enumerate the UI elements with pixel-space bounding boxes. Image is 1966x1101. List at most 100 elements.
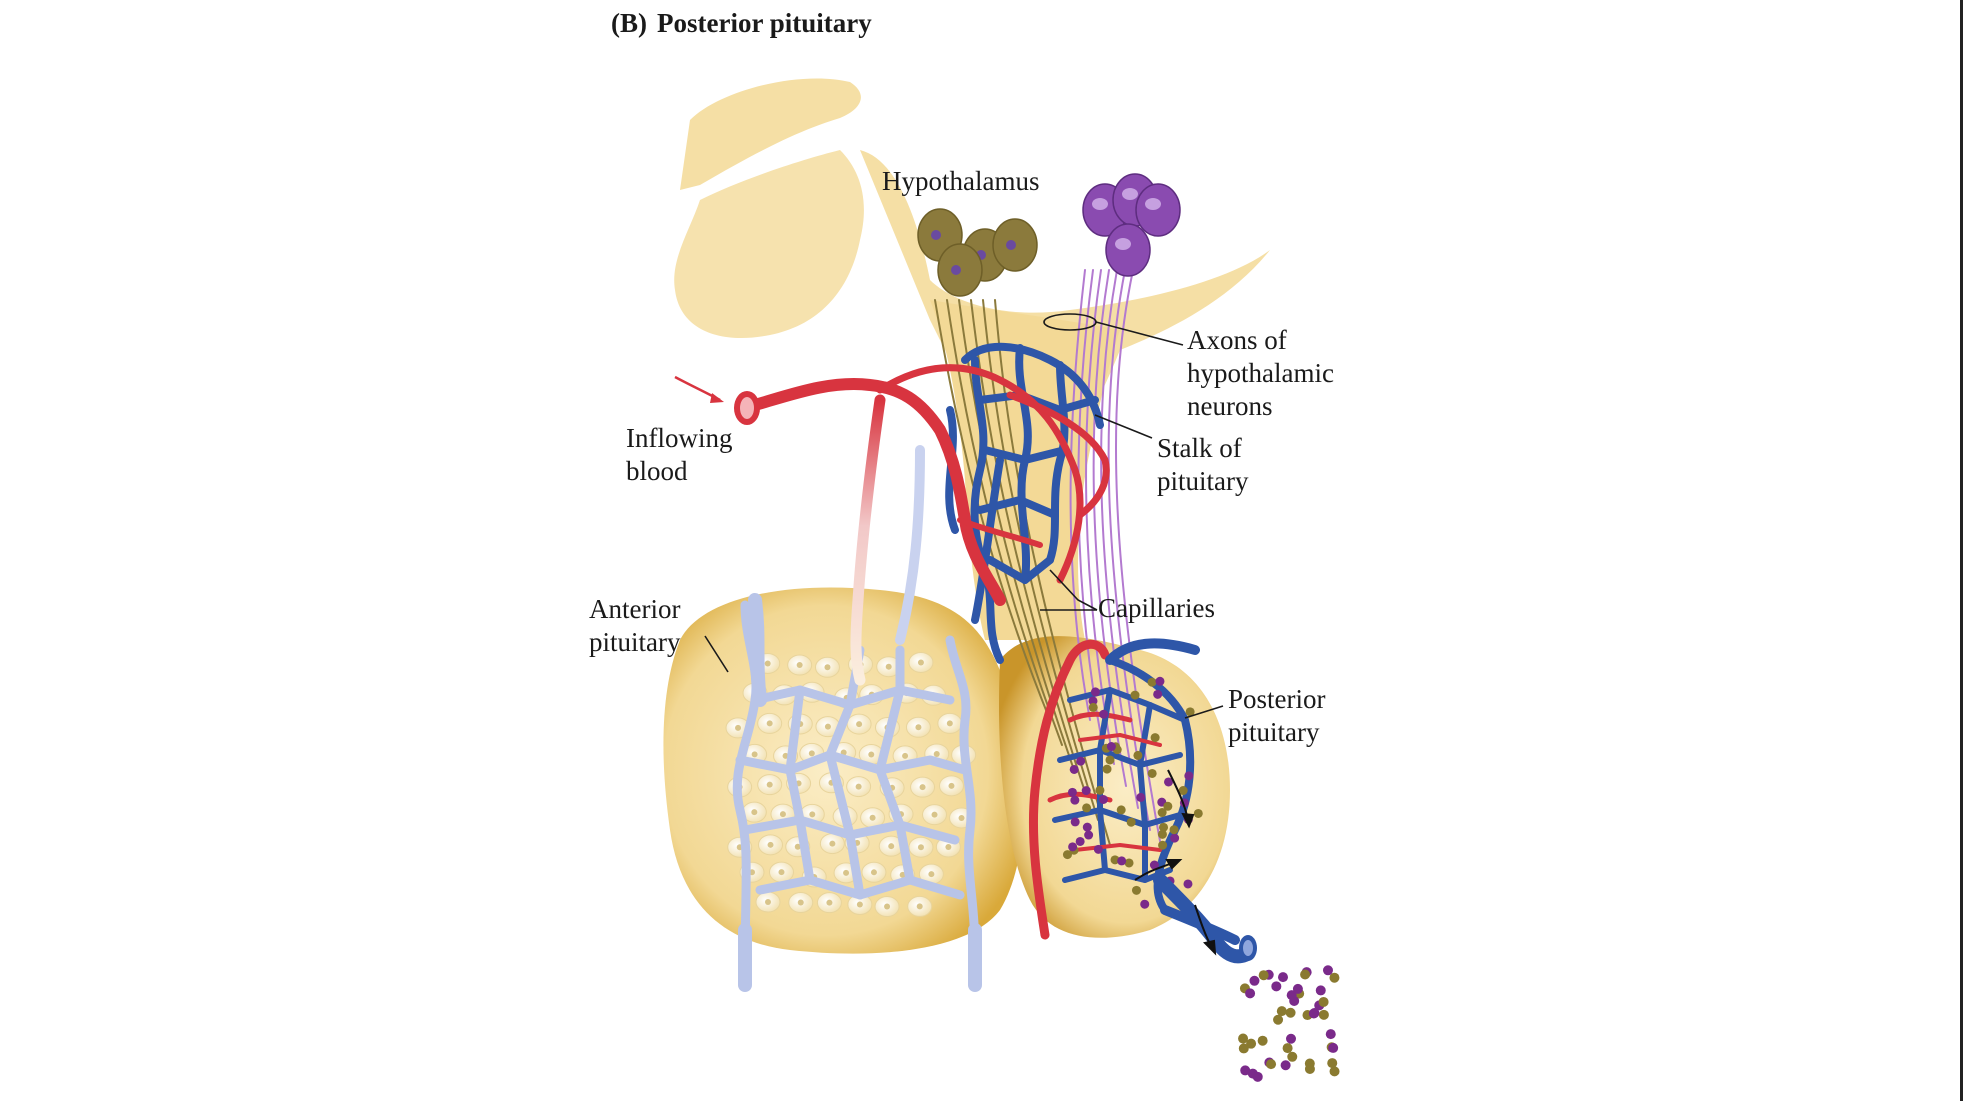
- released-hormone-granule: [1240, 1065, 1251, 1076]
- released-hormone-granule: [1318, 996, 1329, 1007]
- hormone-granule: [1164, 777, 1174, 787]
- purple-neuron-highlight: [1092, 198, 1108, 210]
- label-stalk-line1: Stalk of: [1157, 433, 1242, 463]
- released-hormone-granule: [1277, 972, 1288, 983]
- label-posterior-line1: Posterior: [1228, 684, 1326, 714]
- hormone-granule: [1140, 899, 1150, 909]
- released-hormone-granule: [1266, 1059, 1277, 1070]
- hormone-granule: [1183, 879, 1193, 889]
- anterior-cell-nucleus: [885, 663, 892, 670]
- hormone-granule: [1070, 817, 1080, 827]
- label-axons-line1: Axons of: [1187, 325, 1287, 355]
- hormone-granule: [1098, 795, 1108, 805]
- anterior-pituitary-leader: [704, 635, 729, 673]
- hormone-granule: [1153, 689, 1163, 699]
- released-hormone-granule: [1329, 1066, 1340, 1077]
- released-hormone-granule: [1249, 975, 1260, 986]
- label-inflowing-blood: Inflowing blood: [626, 422, 732, 488]
- anterior-cell-nucleus: [948, 782, 955, 789]
- released-hormone-granule: [1280, 1060, 1291, 1071]
- released-hormone-granule: [1271, 981, 1282, 992]
- hormone-granule: [1090, 687, 1100, 697]
- purple-neuron-highlight: [1145, 198, 1161, 210]
- hormone-granule: [1170, 833, 1180, 843]
- released-hormone-granule: [1285, 1007, 1296, 1018]
- olive-axon: [946, 299, 1063, 746]
- anterior-cell-nucleus: [945, 843, 952, 850]
- flow-arrows: [1134, 769, 1217, 956]
- hormone-granule: [1159, 822, 1169, 832]
- anterior-cell-nucleus: [764, 899, 771, 906]
- hormone-granule: [1076, 756, 1086, 766]
- anterior-cell-nucleus: [856, 721, 863, 728]
- hormone-granule: [1116, 805, 1126, 815]
- anterior-cell-nucleus: [751, 751, 758, 758]
- label-inflowing-line2: blood: [626, 456, 688, 486]
- hormone-granule: [1193, 808, 1203, 818]
- hormone-granule: [1157, 808, 1167, 818]
- hormone-granule: [1068, 842, 1078, 852]
- hormone-granule: [1105, 755, 1115, 765]
- released-hormone-granule: [1286, 1033, 1297, 1044]
- hormone-granule: [1069, 764, 1079, 774]
- anterior-cell-nucleus: [794, 843, 801, 850]
- released-hormone-granule: [1309, 1008, 1320, 1019]
- released-hormone-granule: [1252, 1071, 1263, 1082]
- hormone-granule: [1130, 690, 1140, 700]
- olive-neuron-nucleus: [931, 230, 941, 240]
- hormone-granule: [1131, 885, 1141, 895]
- anterior-cell-nucleus: [919, 784, 926, 791]
- anterior-cell-nucleus: [902, 752, 909, 759]
- anterior-cell-nucleus: [797, 899, 804, 906]
- hormone-granule: [1093, 844, 1103, 854]
- hormone-granule: [1163, 801, 1173, 811]
- inflow-arrow: [674, 375, 724, 403]
- label-hypothalamus: Hypothalamus: [882, 165, 1039, 198]
- posterior-pituitary-leader: [1184, 705, 1224, 719]
- anterior-cell-nucleus: [843, 869, 850, 876]
- label-axons-line2: hypothalamic: [1187, 358, 1334, 388]
- anterior-cell-nucleus: [915, 724, 922, 731]
- hormone-granule: [1124, 858, 1134, 868]
- anterior-cell-nucleus: [767, 841, 774, 848]
- axons-leader: [1095, 321, 1184, 346]
- anterior-cell-nucleus: [808, 750, 815, 757]
- anterior-cell-nucleus: [735, 724, 742, 731]
- anterior-cell-nucleus: [870, 869, 877, 876]
- hormone-granule: [1082, 803, 1092, 813]
- hormone-granule: [1147, 677, 1157, 687]
- arterial-supply: [749, 364, 1133, 940]
- hormone-granule: [1150, 733, 1160, 743]
- label-stalk-line2: pituitary: [1157, 466, 1249, 496]
- hormone-granule: [1126, 817, 1136, 827]
- hormone-granule: [1106, 742, 1116, 752]
- anterior-cell-nucleus: [856, 901, 863, 908]
- purple-neuron-highlight: [1115, 238, 1131, 250]
- stalk-leader: [1094, 414, 1153, 439]
- figure-title-text: Posterior pituitary: [657, 8, 872, 38]
- capillaries-leader-upper: [1049, 569, 1098, 611]
- label-posterior-pituitary: Posterior pituitary: [1228, 683, 1326, 749]
- hormone-granule: [1136, 792, 1146, 802]
- anterior-cell-nucleus: [764, 660, 771, 667]
- anterior-cell-nucleus: [928, 871, 935, 878]
- label-anterior-line2: pituitary: [589, 627, 681, 657]
- hormone-granule: [1075, 836, 1085, 846]
- hormone-granule: [1133, 750, 1143, 760]
- label-capillaries-text: Capillaries: [1098, 593, 1215, 623]
- hormone-granule: [1067, 787, 1077, 797]
- anterior-vein-stubs: [738, 593, 983, 992]
- page-edge-rule: [1960, 0, 1963, 1101]
- hormone-granule: [1099, 709, 1109, 719]
- hormone-granule: [1102, 764, 1112, 774]
- label-capillaries: Capillaries: [1098, 592, 1215, 625]
- anterior-cell-nucleus: [855, 783, 862, 790]
- hormone-granule: [1157, 829, 1167, 839]
- anterior-cell-nucleus: [779, 811, 786, 818]
- label-anterior-pituitary: Anterior pituitary: [589, 593, 680, 659]
- anterior-cell-nucleus: [778, 869, 785, 876]
- hormone-granule: [1158, 840, 1168, 850]
- hormone-granule: [1070, 795, 1080, 805]
- hormone-granule: [1062, 850, 1072, 860]
